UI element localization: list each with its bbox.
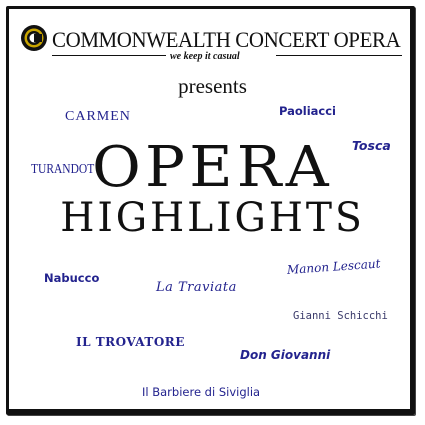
presents-text: presents [178,74,247,98]
opera-don-giovanni: Don Giovanni [240,348,331,362]
cco-logo-icon [21,25,47,51]
org-name: COMMONWEALTH CONCERT OPERA [52,27,401,52]
opera-turandot: TURANDOT [31,162,95,177]
opera-la-traviata: La Traviata [156,280,237,295]
title-opera: OPERA [92,135,333,200]
opera-carmen: CARMEN [65,109,131,124]
opera-il-trovatore: IL TROVATORE [76,335,185,349]
opera-nabucco: Nabucco [44,271,100,285]
tagline-background [166,50,276,62]
opera-gianni-schicchi: Gianni Schicchi [293,310,388,322]
poster-frame [6,6,415,415]
title-highlights: HIGHLIGHTS [60,195,365,241]
opera-pagliacci: Paoliacci [279,104,337,118]
opera-il-barbiere-di-siviglia: Il Barbiere di Siviglia [142,385,261,399]
opera-tosca: Tosca [352,138,391,153]
tagline: we keep it casual [170,51,240,62]
